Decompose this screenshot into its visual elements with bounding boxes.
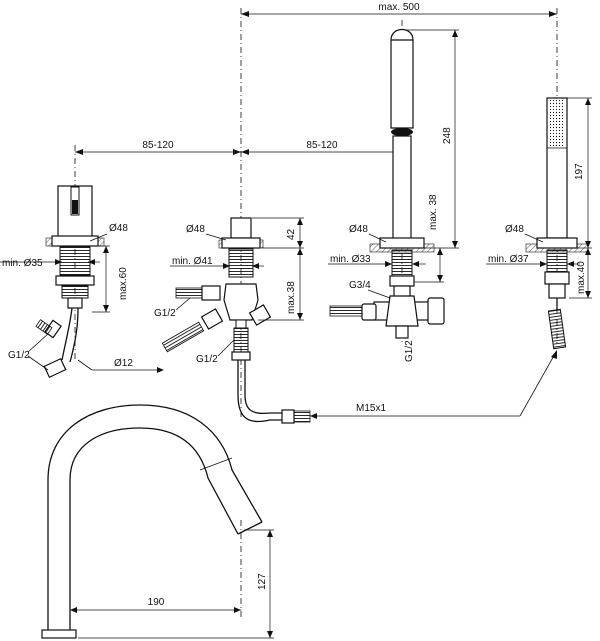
- dimension-190: 190: [70, 597, 241, 613]
- label-85-120-left: 85-120: [142, 140, 174, 151]
- label-max500: max. 500: [378, 2, 420, 13]
- dimension-248: 248: [405, 29, 459, 249]
- label-dia48-mixer: Ø48: [109, 223, 128, 234]
- dimension-85-120-right: 85-120: [241, 140, 402, 155]
- label-dia48-handshower: Ø48: [505, 224, 524, 235]
- label-min35: min. Ø35: [2, 258, 43, 269]
- label-g12-spout: G1/2: [404, 340, 415, 362]
- label-max40: max.40: [576, 261, 587, 294]
- label-g12-mixer: G1/2: [8, 350, 30, 361]
- label-197: 197: [574, 163, 585, 180]
- diverter-body: [161, 217, 311, 424]
- label-min33: min. Ø33: [330, 254, 371, 265]
- label-127: 127: [257, 573, 268, 590]
- label-dia48-diverter: Ø48: [186, 224, 205, 235]
- center-axes: [74, 8, 558, 420]
- label-max38-diverter: max.38: [286, 281, 297, 314]
- hand-shower: [525, 97, 589, 350]
- label-g34: G3/4: [349, 280, 371, 291]
- label-m15x1: M15x1: [356, 403, 386, 414]
- label-190: 190: [148, 597, 165, 608]
- label-min37: min. Ø37: [488, 254, 529, 265]
- label-min41: min. Ø41: [172, 256, 213, 267]
- dimension-max38-diverter: max.38: [258, 248, 304, 321]
- label-85-120-right: 85-120: [306, 140, 338, 151]
- dimension-max38-spout: max. 38: [414, 194, 444, 283]
- label-dia48-spout: Ø48: [349, 224, 368, 235]
- dimension-min33: min. Ø33: [328, 254, 426, 267]
- dimension-max60: max.60: [92, 245, 129, 313]
- dimension-197: 197: [567, 97, 592, 249]
- dimension-127: 127: [78, 529, 274, 639]
- label-dia12: Ø12: [114, 358, 133, 369]
- dimension-max40: max.40: [569, 248, 592, 299]
- dimension-42: 42: [252, 217, 304, 249]
- leader-m15x1: M15x1: [310, 350, 557, 419]
- label-248: 248: [442, 127, 453, 144]
- bath-spout: [329, 28, 445, 339]
- dimension-min37: min. Ø37: [486, 254, 580, 267]
- leader-dia12: Ø12: [77, 358, 164, 373]
- dimension-max500: max. 500: [241, 2, 557, 17]
- dimension-min41: min. Ø41: [170, 256, 264, 269]
- spout-side-view: [41, 404, 263, 639]
- label-g12-diverter-bottom: G1/2: [196, 354, 218, 365]
- dimension-85-120-left: 85-120: [75, 140, 241, 155]
- label-max38-spout: max. 38: [428, 194, 439, 230]
- label-g12-diverter-left: G1/2: [154, 308, 176, 319]
- label-42: 42: [286, 228, 297, 240]
- mixer-body: [35, 185, 105, 379]
- label-max60: max.60: [118, 267, 129, 300]
- dimension-min35: min. Ø35: [0, 258, 100, 269]
